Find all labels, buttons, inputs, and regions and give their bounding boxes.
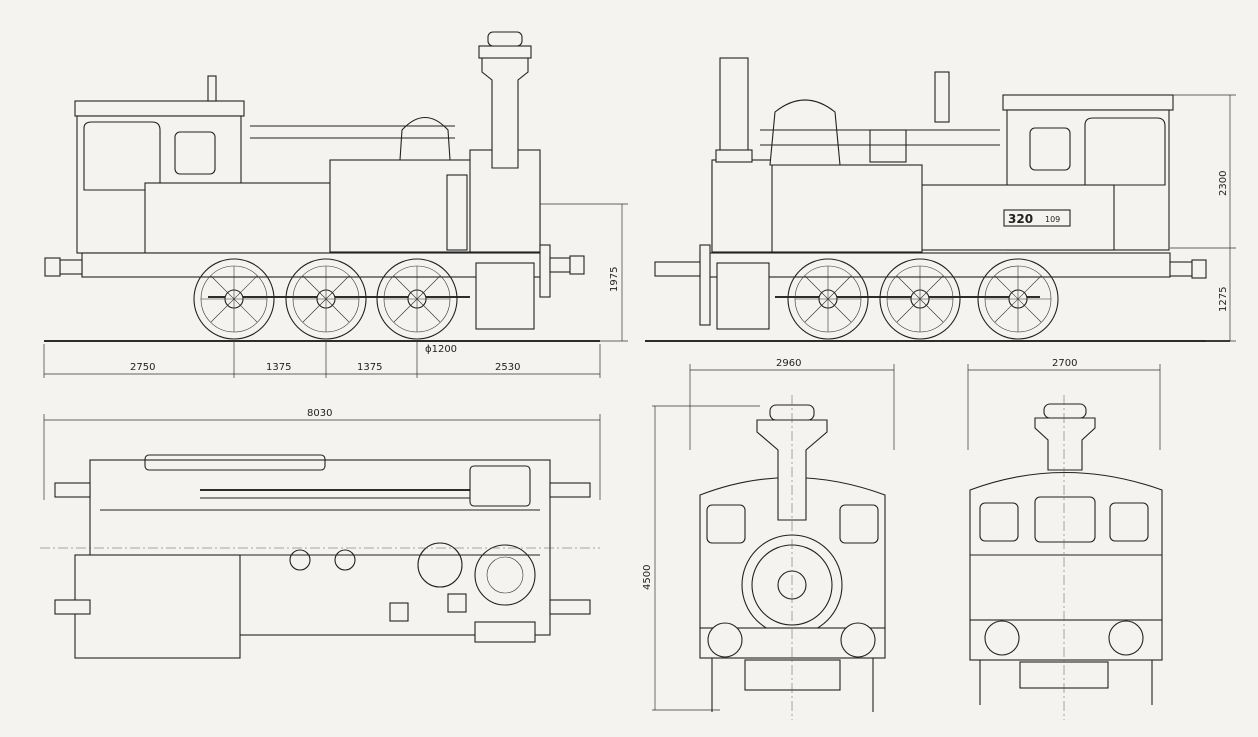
front-view: 2960 4500	[642, 358, 895, 720]
dim-2750: 2750	[130, 362, 155, 373]
dim-1375-a: 1375	[266, 362, 291, 373]
side-view-left: 1975 2750 1375 1375 2530 ϕ1200	[43, 31, 628, 378]
dim-height-4500: 4500	[642, 565, 653, 590]
side-view-right: 320 109	[645, 57, 1236, 342]
dim-height-1275: 1275	[1218, 287, 1229, 312]
dim-8030: 8030	[307, 408, 332, 419]
top-view: 8030	[40, 408, 601, 659]
rear-view: 2700	[967, 358, 1163, 720]
dim-height-2300: 2300	[1218, 171, 1229, 196]
dim-2700: 2700	[1052, 358, 1077, 369]
dim-1375-b: 1375	[357, 362, 382, 373]
number-plate-main: 320	[1008, 212, 1033, 226]
dim-2530: 2530	[495, 362, 520, 373]
dim-2960: 2960	[776, 358, 801, 369]
dim-wheel-diameter: ϕ1200	[425, 344, 457, 355]
dim-height-1975: 1975	[609, 267, 620, 292]
number-plate-sub: 109	[1045, 215, 1060, 224]
